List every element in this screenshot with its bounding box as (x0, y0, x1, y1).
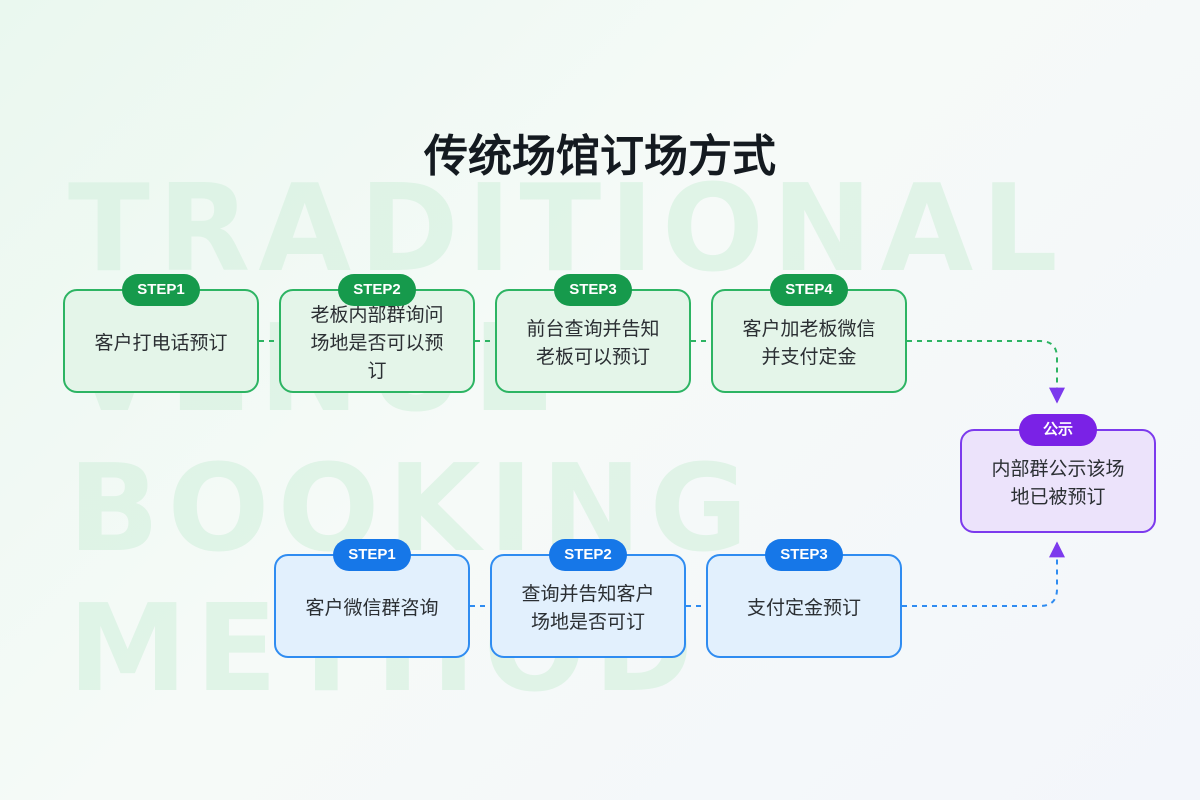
page-title: 传统场馆订场方式 (424, 131, 776, 182)
bottom-step-3-card: STEP3 支付定金预订 (706, 539, 902, 658)
top-step-4-badge: STEP4 (770, 274, 848, 306)
connector-bottom-to-result (902, 541, 1065, 607)
top-step-3-card: STEP3 前台查询并告知老板可以预订 (495, 274, 691, 393)
bottom-step-1-card: STEP1 客户微信群咨询 (274, 539, 470, 658)
top-step-3-text: 前台查询并告知老板可以预订 (526, 318, 660, 368)
connector-top-to-result (907, 340, 1065, 404)
top-step-3-badge: STEP3 (554, 274, 632, 306)
result-card: 公示 内部群公示该场地已被预订 (960, 414, 1156, 533)
bottom-step-2-card: STEP2 查询并告知客户场地是否可订 (490, 539, 686, 658)
bottom-step-1-badge: STEP1 (333, 539, 411, 571)
top-step-1-text: 客户打电话预订 (94, 332, 228, 354)
top-step-1-card: STEP1 客户打电话预订 (63, 274, 259, 393)
bottom-step-3-badge: STEP3 (765, 539, 843, 571)
result-badge: 公示 (1019, 414, 1097, 446)
watermark-line-1: TRADITIONAL (68, 160, 1066, 299)
bottom-step-2-badge: STEP2 (549, 539, 627, 571)
top-step-2-text: 老板内部群询问场地是否可以预订 (310, 304, 444, 382)
result-text: 内部群公示该场地已被预订 (991, 458, 1125, 508)
top-step-1-badge: STEP1 (122, 274, 200, 306)
bottom-step-1-text: 客户微信群咨询 (305, 597, 439, 619)
top-step-4-card: STEP4 客户加老板微信并支付定金 (711, 274, 907, 393)
bottom-step-2-text: 查询并告知客户场地是否可订 (521, 583, 655, 633)
top-step-4-text: 客户加老板微信并支付定金 (742, 318, 876, 368)
top-step-2-badge: STEP2 (338, 274, 416, 306)
bottom-step-3-text: 支付定金预订 (746, 597, 861, 619)
top-step-2-card: STEP2 老板内部群询问场地是否可以预订 (279, 274, 475, 393)
